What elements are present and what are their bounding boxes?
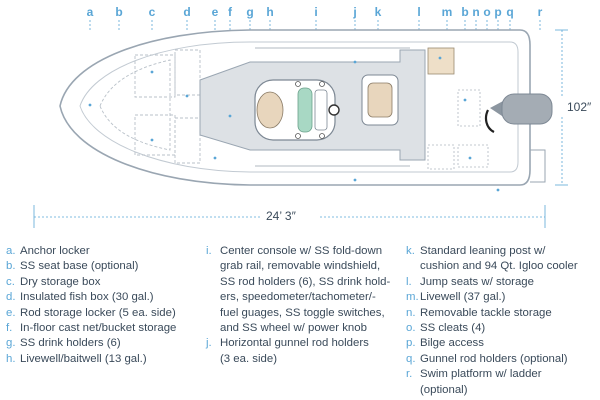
outboard-motor-icon	[484, 93, 553, 133]
legend-item: o. SS cleats (4)	[406, 321, 600, 336]
legend-text: Removable tackle storage	[420, 306, 552, 319]
legend-item: a. Anchor locker	[6, 244, 206, 259]
legend-letter: n.	[406, 306, 416, 319]
legend-letter: i.	[206, 245, 212, 257]
legend-text: Center console w/ SS fold-down grab rail…	[220, 245, 391, 335]
callout-h: h	[266, 5, 274, 19]
legend-letter: k.	[406, 245, 415, 257]
legend-letter: j.	[206, 337, 212, 350]
legend-letter: g.	[6, 337, 16, 350]
callout-c: c	[148, 5, 156, 19]
leaning-post	[361, 74, 399, 126]
legend-item: r. Swim platform w/ ladder (optional)	[406, 367, 600, 398]
legend-text: Anchor locker	[20, 245, 90, 257]
legend-item: c. Dry storage box	[6, 275, 206, 290]
callout-f: f	[228, 5, 232, 19]
legend-letter: a.	[6, 245, 16, 257]
legend-column-2: i. Center console w/ SS fold-down grab ra…	[206, 244, 404, 367]
legend-item: q. Gunnel rod holders (optional)	[406, 352, 600, 367]
callout-dots	[88, 56, 500, 192]
callout-d: d	[183, 5, 191, 19]
legend-item: l. Jump seats w/ storage	[406, 275, 600, 290]
callout-e: e	[211, 5, 219, 19]
beam-dimension-line	[555, 29, 568, 186]
legend-text: Insulated fish box (30 gal.)	[20, 291, 154, 304]
legend-letter: p.	[406, 337, 416, 350]
legend-item: p. Bilge access	[406, 336, 600, 351]
legend-text: Rod storage locker (5 ea. side)	[20, 306, 176, 319]
callout-r: r	[537, 5, 543, 19]
stern-compartments	[427, 47, 489, 170]
callout-m: m	[441, 5, 453, 19]
legend-item: f. In-floor cast net/bucket storage	[6, 321, 206, 336]
legend-text: Horizontal gunnel rod holders (3 ea. sid…	[220, 337, 369, 365]
legend-text: Livewell (37 gal.)	[420, 291, 506, 304]
legend-text: Bilge access	[420, 337, 484, 350]
swim-platform	[530, 149, 546, 183]
legend-letter: o.	[406, 322, 416, 335]
callout-k: k	[374, 5, 382, 19]
legend-item: n. Removable tackle storage	[406, 306, 600, 321]
callout-i: i	[314, 5, 318, 19]
center-console	[254, 79, 340, 141]
callout-p: p	[494, 5, 502, 19]
legend-text: Swim platform w/ ladder (optional)	[420, 368, 542, 396]
legend-text: Jump seats w/ storage	[420, 275, 534, 288]
callout-leaders	[89, 20, 541, 30]
callout-a: a	[86, 5, 94, 19]
legend-text: Livewell/baitwell (13 gal.)	[20, 352, 147, 365]
legend-text: In-floor cast net/bucket storage	[20, 322, 177, 335]
legend-text: SS drink holders (6)	[20, 337, 121, 350]
boat-drawing	[33, 20, 568, 228]
legend-column-1: a. Anchor locker b. SS seat base (optional)…	[6, 244, 206, 367]
length-dimension-line	[33, 205, 546, 228]
legend-letter: q.	[406, 352, 416, 365]
callout-b2: b	[461, 5, 469, 19]
length-dimension-label: 24’ 3″	[266, 209, 296, 223]
legend-text: SS cleats (4)	[420, 322, 486, 335]
legend-letter: r.	[406, 368, 413, 381]
legend-letter: f.	[6, 322, 13, 335]
legend-item: g. SS drink holders (6)	[6, 336, 206, 351]
legend-item: d. Insulated fish box (30 gal.)	[6, 290, 206, 305]
feature-legend: a. Anchor locker b. SS seat base (optional)…	[0, 244, 600, 400]
legend-text: Gunnel rod holders (optional)	[420, 352, 568, 365]
legend-letter: e.	[6, 306, 16, 319]
callout-b: b	[115, 5, 123, 19]
boat-layout-diagram: a b c d e f g h i j k l m b n o p q r 10…	[33, 5, 592, 228]
callout-o: o	[483, 5, 491, 19]
legend-column-3: k. Standard leaning post w/ cushion and 9…	[406, 244, 600, 398]
legend-letter: b.	[6, 260, 16, 273]
callout-n: n	[472, 5, 480, 19]
legend-text: Dry storage box	[20, 275, 101, 288]
legend-letter: h.	[6, 352, 16, 365]
callout-g: g	[246, 5, 254, 19]
legend-letter: l.	[406, 275, 412, 288]
callout-j: j	[353, 5, 357, 19]
beam-dimension-label: 102″	[567, 100, 592, 114]
callout-q: q	[506, 5, 514, 19]
legend-item: e. Rod storage locker (5 ea. side)	[6, 306, 206, 321]
legend-text: Standard leaning post w/ cushion and 94 …	[420, 245, 578, 273]
legend-item: b. SS seat base (optional)	[6, 259, 206, 274]
legend-item: h. Livewell/baitwell (13 gal.)	[6, 352, 206, 367]
legend-letter: m.	[406, 291, 419, 304]
legend-text: SS seat base (optional)	[20, 260, 139, 273]
legend-item: k. Standard leaning post w/ cushion and 9…	[406, 244, 600, 275]
legend-letter: c.	[6, 275, 15, 288]
legend-item: j. Horizontal gunnel rod holders (3 ea. s…	[206, 336, 404, 367]
legend-letter: d.	[6, 291, 16, 304]
callout-l: l	[417, 5, 421, 19]
legend-item: i. Center console w/ SS fold-down grab ra…	[206, 244, 404, 336]
legend-item: m.Livewell (37 gal.)	[406, 290, 600, 305]
